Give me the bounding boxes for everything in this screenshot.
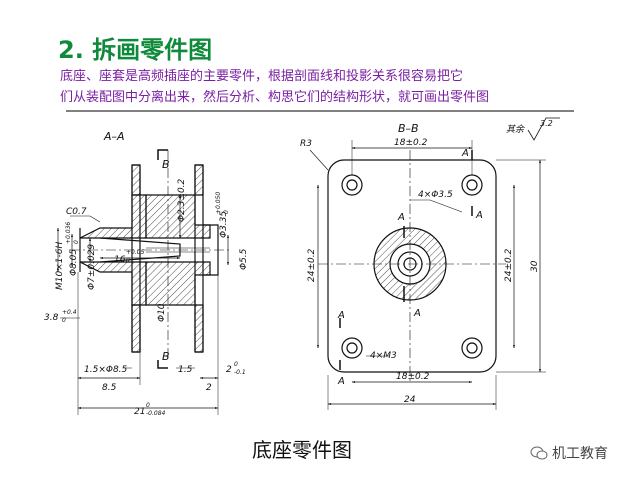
label-a-5: A — [337, 310, 345, 321]
intro-line-2: 们从装配图中分离出来，然后分析、构思它们的结构形状，就可画出零件图 — [60, 90, 490, 105]
label-a-1: A — [461, 148, 469, 159]
dim-21-tol2: -0.084 — [146, 410, 166, 417]
label-b-top: B — [162, 158, 170, 171]
dim-m10: M10×1-6H — [55, 242, 65, 290]
dim-top18: 18±0.2 — [394, 138, 428, 148]
dim-c07: C0.7 — [66, 207, 87, 217]
dim-d7: Φ7±0.029 — [87, 244, 97, 290]
dim-d335-tol2: 0 — [223, 210, 230, 214]
dim-len16: 16 — [114, 255, 126, 265]
dim-len16-tol: +0.05 — [126, 249, 145, 256]
section-view-b — [309, 117, 560, 410]
figure-caption: 底座零件图 — [252, 438, 352, 462]
watermark-text: 机工教育 — [552, 446, 608, 462]
label-a-3: A — [397, 212, 405, 223]
dim-d23: Φ2.3±0.2 — [177, 178, 187, 222]
section-title: 2. 拆画零件图 — [58, 36, 213, 64]
wechat-icon — [530, 446, 548, 460]
divider — [66, 110, 574, 112]
dim-bot24: 24 — [404, 395, 416, 405]
dim-d10: Φ10 — [157, 303, 167, 322]
dim-2b: 2 — [206, 383, 212, 393]
watermark: 机工教育 — [530, 443, 608, 463]
roughness-value: 3.2 — [540, 119, 553, 128]
section-view-a — [56, 149, 232, 415]
intro-line-1: 底座、座套是高频插座的主要零件，根据剖面线和投影关系很容易把它 — [60, 69, 464, 84]
dim-m3: 4×M3 — [370, 351, 397, 361]
dim-d805-tol2: 0 — [73, 240, 80, 244]
dim-15: 1.5 — [178, 365, 193, 375]
dim-bot18: 18±0.2 — [396, 372, 430, 382]
dim-d38: 3.8 — [44, 313, 59, 323]
dim-holes: 4×Φ3.5 — [418, 190, 453, 200]
dim-d805: Φ8.05 — [69, 249, 79, 276]
section-view-a-labels: A–A B B C0.7 M10×1-6H Φ8.05 +0.036 0 Φ7±… — [44, 130, 249, 417]
dim-2-tol2: -0.1 — [234, 369, 246, 376]
dim-d805-tol: +0.036 — [65, 222, 72, 244]
dim-21: 21 — [134, 407, 145, 417]
view-label-a: A–A — [103, 130, 125, 143]
intro-paragraph: 底座、座套是高频插座的主要零件，根据剖面线和投影关系很容易把它 们从装配图中分离… — [60, 66, 580, 108]
dim-d38-tol: +0.4 — [62, 309, 77, 316]
dim-d335: Φ3.35 — [219, 211, 229, 238]
roughness-label: 其余 — [506, 124, 525, 135]
label-a-6: A — [337, 376, 345, 387]
label-a-2: A — [475, 210, 483, 221]
dim-2: 2 — [226, 365, 232, 375]
dim-d335-tol: +0.050 — [215, 192, 222, 214]
view-label-b: B–B — [398, 122, 419, 135]
dim-d38-tol2: 0 — [62, 317, 66, 324]
dim-30: 30 — [530, 260, 540, 272]
dim-2-tol: 0 — [234, 361, 238, 368]
label-b-bottom: B — [162, 350, 170, 363]
dim-right24: 24±0.2 — [504, 248, 514, 282]
dim-r3: R3 — [300, 139, 312, 149]
section-view-b-labels: B–B R3 18±0.2 4×Φ3.5 24±0.2 24±0.2 30 4×… — [300, 119, 553, 405]
dim-len16-tol2: 0 — [126, 257, 130, 264]
dim-d55: Φ5.5 — [239, 248, 249, 270]
dim-left24: 24±0.2 — [307, 248, 317, 282]
dim-21-tol: 0 — [146, 402, 150, 409]
dim-15x: 1.5×Φ8.5 — [84, 365, 128, 375]
label-a-4: A — [413, 308, 421, 319]
dim-85: 8.5 — [102, 383, 117, 393]
